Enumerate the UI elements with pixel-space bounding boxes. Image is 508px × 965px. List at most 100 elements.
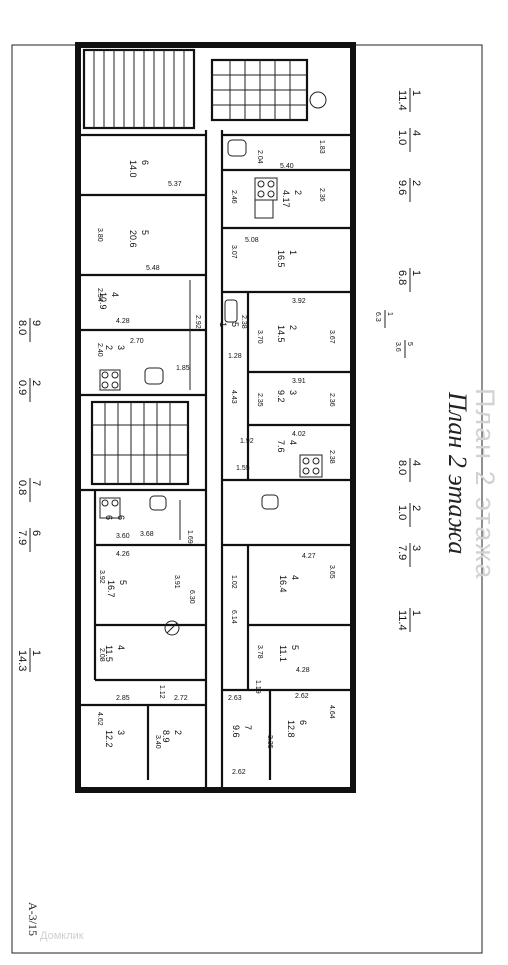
room-number: 6 bbox=[298, 720, 308, 725]
fraction-left: 1 14.3 bbox=[16, 648, 42, 672]
dimension-label: 1.83 bbox=[318, 140, 325, 154]
room-label: 28.9 bbox=[161, 730, 183, 743]
dimension-label: 2.92 bbox=[194, 315, 201, 329]
room-number: 4 bbox=[290, 575, 300, 580]
dimension-label: 2.36 bbox=[318, 188, 325, 202]
room-area: 14.0 bbox=[128, 160, 138, 178]
fraction-top: 9 bbox=[30, 320, 42, 326]
fraction-right: 5 3.6 bbox=[394, 340, 413, 358]
dimension-label: 2.38 bbox=[240, 315, 247, 329]
dimension-label: 3.60 bbox=[116, 533, 130, 540]
room-area: 11.5 bbox=[104, 645, 114, 662]
fraction-top: 1 bbox=[386, 312, 393, 316]
dimension-label: 2.40 bbox=[96, 343, 103, 357]
room-label: 612.8 bbox=[286, 720, 308, 738]
fraction-left: 9 8.0 bbox=[16, 318, 42, 342]
dimension-label: 6.30 bbox=[188, 590, 195, 604]
room-area: 9.2 bbox=[276, 390, 286, 403]
fraction-right: 4 1.0 bbox=[396, 128, 422, 152]
dimension-label: 2.46 bbox=[230, 190, 237, 204]
room-number: 6 bbox=[116, 515, 126, 520]
room-number: 2 bbox=[288, 325, 298, 330]
dimension-label: 4.02 bbox=[292, 431, 306, 438]
fraction-right: 2 9.6 bbox=[396, 178, 422, 202]
room-label: 516.7 bbox=[106, 580, 128, 598]
fraction-bottom: 14.3 bbox=[16, 650, 28, 671]
right-partitions bbox=[222, 133, 350, 780]
fraction-bottom: 11.4 bbox=[396, 90, 408, 111]
left-fractions: 9 8.0 2 0.9 7 0.8 6 7.9 1 14.3 bbox=[16, 318, 42, 672]
room-number: 3 bbox=[116, 730, 126, 735]
room-area: 12.8 bbox=[286, 720, 296, 738]
room-area: 4.17 bbox=[281, 190, 291, 208]
fraction-right: 2 1.0 bbox=[396, 503, 422, 527]
room-label: 312.2 bbox=[104, 730, 126, 748]
room-number: 2 bbox=[293, 190, 303, 195]
outer-walls bbox=[75, 42, 356, 793]
fraction-right: 4 8.0 bbox=[396, 458, 422, 482]
dimension-label: 5.37 bbox=[168, 181, 182, 188]
top-staircase bbox=[82, 48, 327, 130]
dimension-label: 2.35 bbox=[256, 393, 263, 407]
dimension-label: 3.68 bbox=[140, 531, 154, 538]
dimension-label: 4.43 bbox=[230, 390, 237, 404]
fraction-top: 2 bbox=[410, 505, 422, 511]
fraction-left: 6 7.9 bbox=[16, 528, 42, 552]
fraction-bottom: 8.0 bbox=[16, 320, 28, 335]
fraction-top: 4 bbox=[410, 130, 422, 136]
room-number: 2 bbox=[173, 730, 183, 735]
dimension-label: 3.40 bbox=[154, 735, 161, 749]
room-label: 39.2 bbox=[276, 390, 298, 403]
dimension-label: 2.38 bbox=[328, 450, 335, 464]
dimension-label: 3.67 bbox=[328, 330, 335, 344]
fixtures bbox=[99, 139, 323, 636]
room-label: 411.5 bbox=[104, 645, 126, 662]
room-number: 4 bbox=[288, 440, 298, 445]
dimension-labels: 5.40 5.37 2.46 2.36 3.92 3.67 3.70 2.38 … bbox=[96, 140, 335, 776]
room-number: 3 bbox=[288, 390, 298, 395]
room-area: 11.1 bbox=[278, 645, 288, 662]
dimension-label: 2.62 bbox=[295, 693, 309, 700]
room-label: 520.6 bbox=[128, 230, 150, 248]
room-label: 511.1 bbox=[278, 645, 300, 662]
room-number: 6 bbox=[140, 160, 150, 165]
dimension-label: 1.85 bbox=[176, 365, 190, 372]
fraction-right: 3 7.9 bbox=[396, 543, 422, 567]
watermark-logo: Домклик bbox=[40, 930, 84, 942]
room-area: 20.6 bbox=[128, 230, 138, 248]
fraction-bottom: 6.3 bbox=[374, 312, 381, 322]
fraction-top: 2 bbox=[410, 180, 422, 186]
room-area: 14.5 bbox=[276, 325, 286, 343]
room-label: 51 bbox=[218, 322, 240, 327]
dimension-label: 2.70 bbox=[130, 338, 144, 345]
room-area: 2 bbox=[104, 345, 114, 350]
dimension-label: 5.08 bbox=[245, 237, 259, 244]
fraction-bottom: 6.8 bbox=[396, 270, 408, 285]
middle-staircase bbox=[90, 400, 190, 486]
room-area: 9.6 bbox=[231, 725, 241, 738]
left-partitions bbox=[81, 133, 206, 780]
fraction-top: 3 bbox=[410, 545, 422, 551]
room-area: 6 bbox=[104, 515, 114, 520]
dimension-label: 4.62 bbox=[96, 712, 103, 726]
fraction-right: 1 11.4 bbox=[396, 608, 422, 632]
page-number: А-3/15 bbox=[26, 902, 40, 936]
fraction-top: 1 bbox=[410, 90, 422, 96]
dimension-label: 6.14 bbox=[230, 610, 237, 624]
room-area: 16.7 bbox=[106, 580, 116, 598]
dimension-label: 4.27 bbox=[302, 553, 316, 560]
fraction-bottom: 7.9 bbox=[396, 545, 408, 560]
dimension-label: 1.28 bbox=[228, 353, 242, 360]
room-label: 614.0 bbox=[128, 160, 150, 178]
fraction-bottom: 11.4 bbox=[396, 610, 408, 631]
fraction-top: 4 bbox=[410, 460, 422, 466]
fraction-top: 7 bbox=[30, 480, 42, 486]
room-area: 16.4 bbox=[278, 575, 288, 593]
dimension-label: 4.28 bbox=[296, 667, 310, 674]
room-label: 214.5 bbox=[276, 325, 298, 343]
fraction-top: 1 bbox=[410, 270, 422, 276]
fraction-top: 1 bbox=[410, 610, 422, 616]
fraction-top: 5 bbox=[406, 342, 413, 346]
